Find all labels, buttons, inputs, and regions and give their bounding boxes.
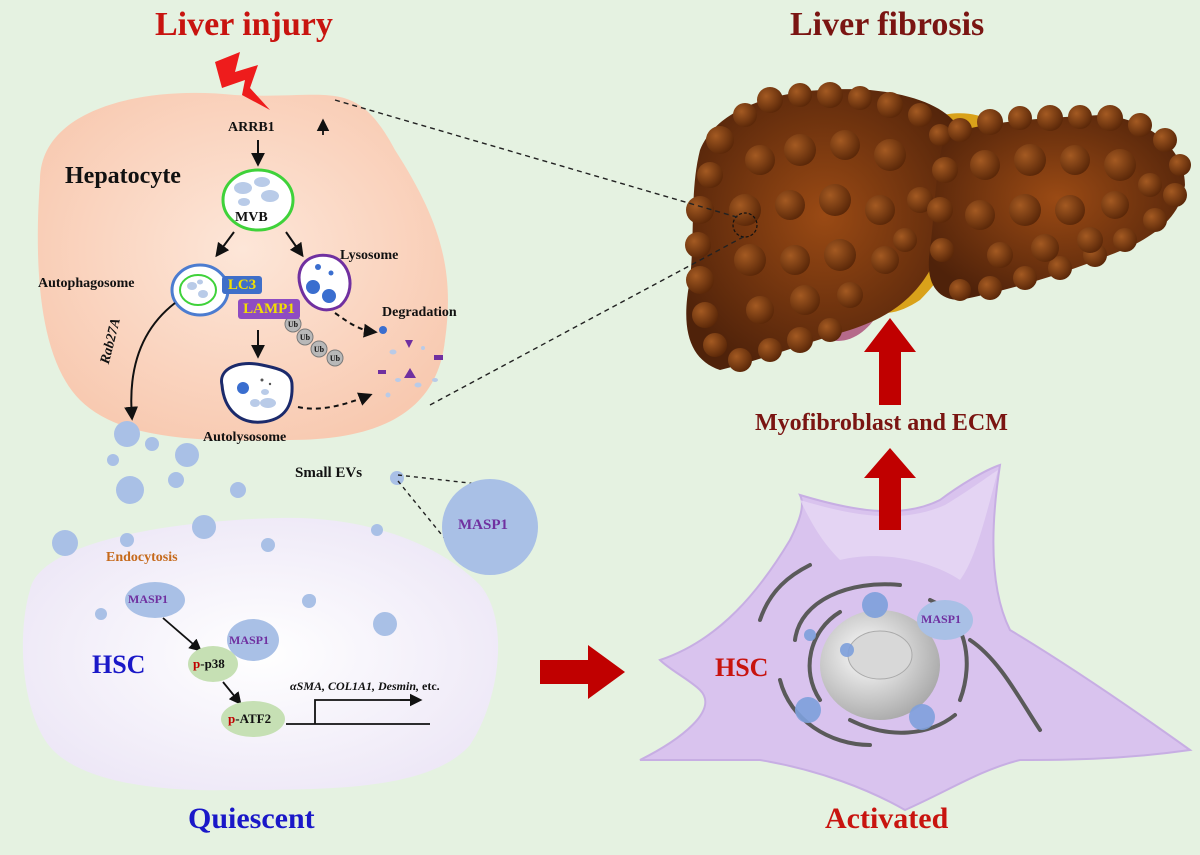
lightning-bolt-icon (215, 52, 270, 110)
small-evs-label: Small EVs (295, 465, 363, 481)
lysosome-vesicle (297, 253, 352, 312)
ub-label-2: Ub (299, 332, 311, 342)
endocytosed-masp1 (125, 582, 185, 618)
ev-zoom-line-top (397, 474, 479, 485)
endocytosed-masp1-label: MASP1 (128, 592, 168, 606)
quiescent-hsc-label: HSC (92, 650, 146, 679)
arrow-mvb-autophagosome (215, 231, 235, 258)
ev-masp1-label: MASP1 (458, 517, 508, 533)
transcription-arrow (286, 699, 430, 725)
title-activated: Activated (825, 802, 949, 835)
target-genes-label: αSMA, COL1A1, Desmin, etc. (290, 679, 440, 694)
degradation-fragments (378, 326, 443, 398)
ev-zoom-line-bottom (397, 480, 451, 546)
transition-arrow (540, 645, 625, 699)
arrow-mvb-lysosome (285, 231, 304, 258)
activated-masp1-label: MASP1 (921, 612, 961, 626)
mvb-contents (234, 177, 279, 206)
ubiquitin-chain (284, 315, 344, 367)
nucleus-inner (847, 630, 913, 680)
hepatocyte-label: Hepatocyte (65, 163, 181, 189)
rab27a-secretion-arrow (124, 302, 176, 421)
title-quiescent: Quiescent (188, 802, 315, 835)
p-atf2-label: p-ATF2 (228, 711, 271, 727)
arrb1-label: ARRB1 (228, 120, 275, 135)
arrow-autolysosome-degradation (297, 392, 373, 410)
up-arrow-to-myofibroblast (864, 448, 916, 530)
activated-hsc-label: HSC (715, 653, 769, 682)
autolysosome-contents (237, 378, 276, 408)
lamp1-badge: LAMP1 (238, 299, 300, 319)
arrow-p38-atf2 (222, 681, 242, 705)
lysosome-contents (306, 264, 336, 303)
arrow-lysosome-degradation (334, 312, 378, 338)
autolysosome-label: Autolysosome (203, 430, 287, 445)
lc3-badge: LC3 (222, 276, 262, 294)
atf2-name: -ATF2 (235, 711, 272, 726)
target-genes-italic: αSMA, COL1A1, Desmin, (290, 679, 419, 693)
zoom-line-top (334, 99, 741, 219)
zoom-circle (732, 212, 758, 238)
target-genes-etc: etc. (419, 679, 440, 693)
p38-name: -p38 (200, 656, 225, 671)
masp1-second-label: MASP1 (229, 633, 269, 647)
up-arrow-to-fibrosis (864, 318, 916, 405)
autophagosome-inner-mvb (179, 274, 217, 306)
mvb-label: MVB (235, 210, 268, 225)
arrow-masp1-p38 (162, 617, 202, 652)
endocytosis-label: Endocytosis (106, 550, 178, 565)
autophagosome-contents (187, 279, 208, 298)
activated-masp1-ellipse (917, 600, 973, 640)
title-liver-fibrosis: Liver fibrosis (790, 6, 985, 43)
atf2-phospho-prefix: p (228, 711, 236, 726)
p38-phospho-prefix: p (193, 656, 201, 671)
p-atf2-node (221, 701, 285, 737)
hepatocyte-cell (37, 92, 448, 441)
activated-hsc-vesicles (795, 592, 935, 730)
ub-label-4: Ub (329, 353, 341, 363)
small-evs (52, 421, 404, 636)
liver-nodules (685, 82, 1191, 372)
ub-label-1: Ub (287, 319, 299, 329)
autolysosome-vesicle (220, 362, 294, 424)
masp1-second (227, 619, 279, 661)
myofibroblast-ecm-label: Myofibroblast and ECM (755, 410, 1008, 436)
p-p38-node (188, 646, 238, 682)
title-liver-injury: Liver injury (155, 6, 333, 43)
p-p38-label: p-p38 (193, 656, 225, 672)
autophagosome-label: Autophagosome (38, 276, 135, 291)
zoom-line-bottom (429, 235, 746, 406)
lysosome-label: Lysosome (340, 248, 399, 263)
ev-enlarged (442, 479, 538, 575)
degradation-label: Degradation (382, 305, 457, 320)
ub-label-3: Ub (313, 344, 325, 354)
